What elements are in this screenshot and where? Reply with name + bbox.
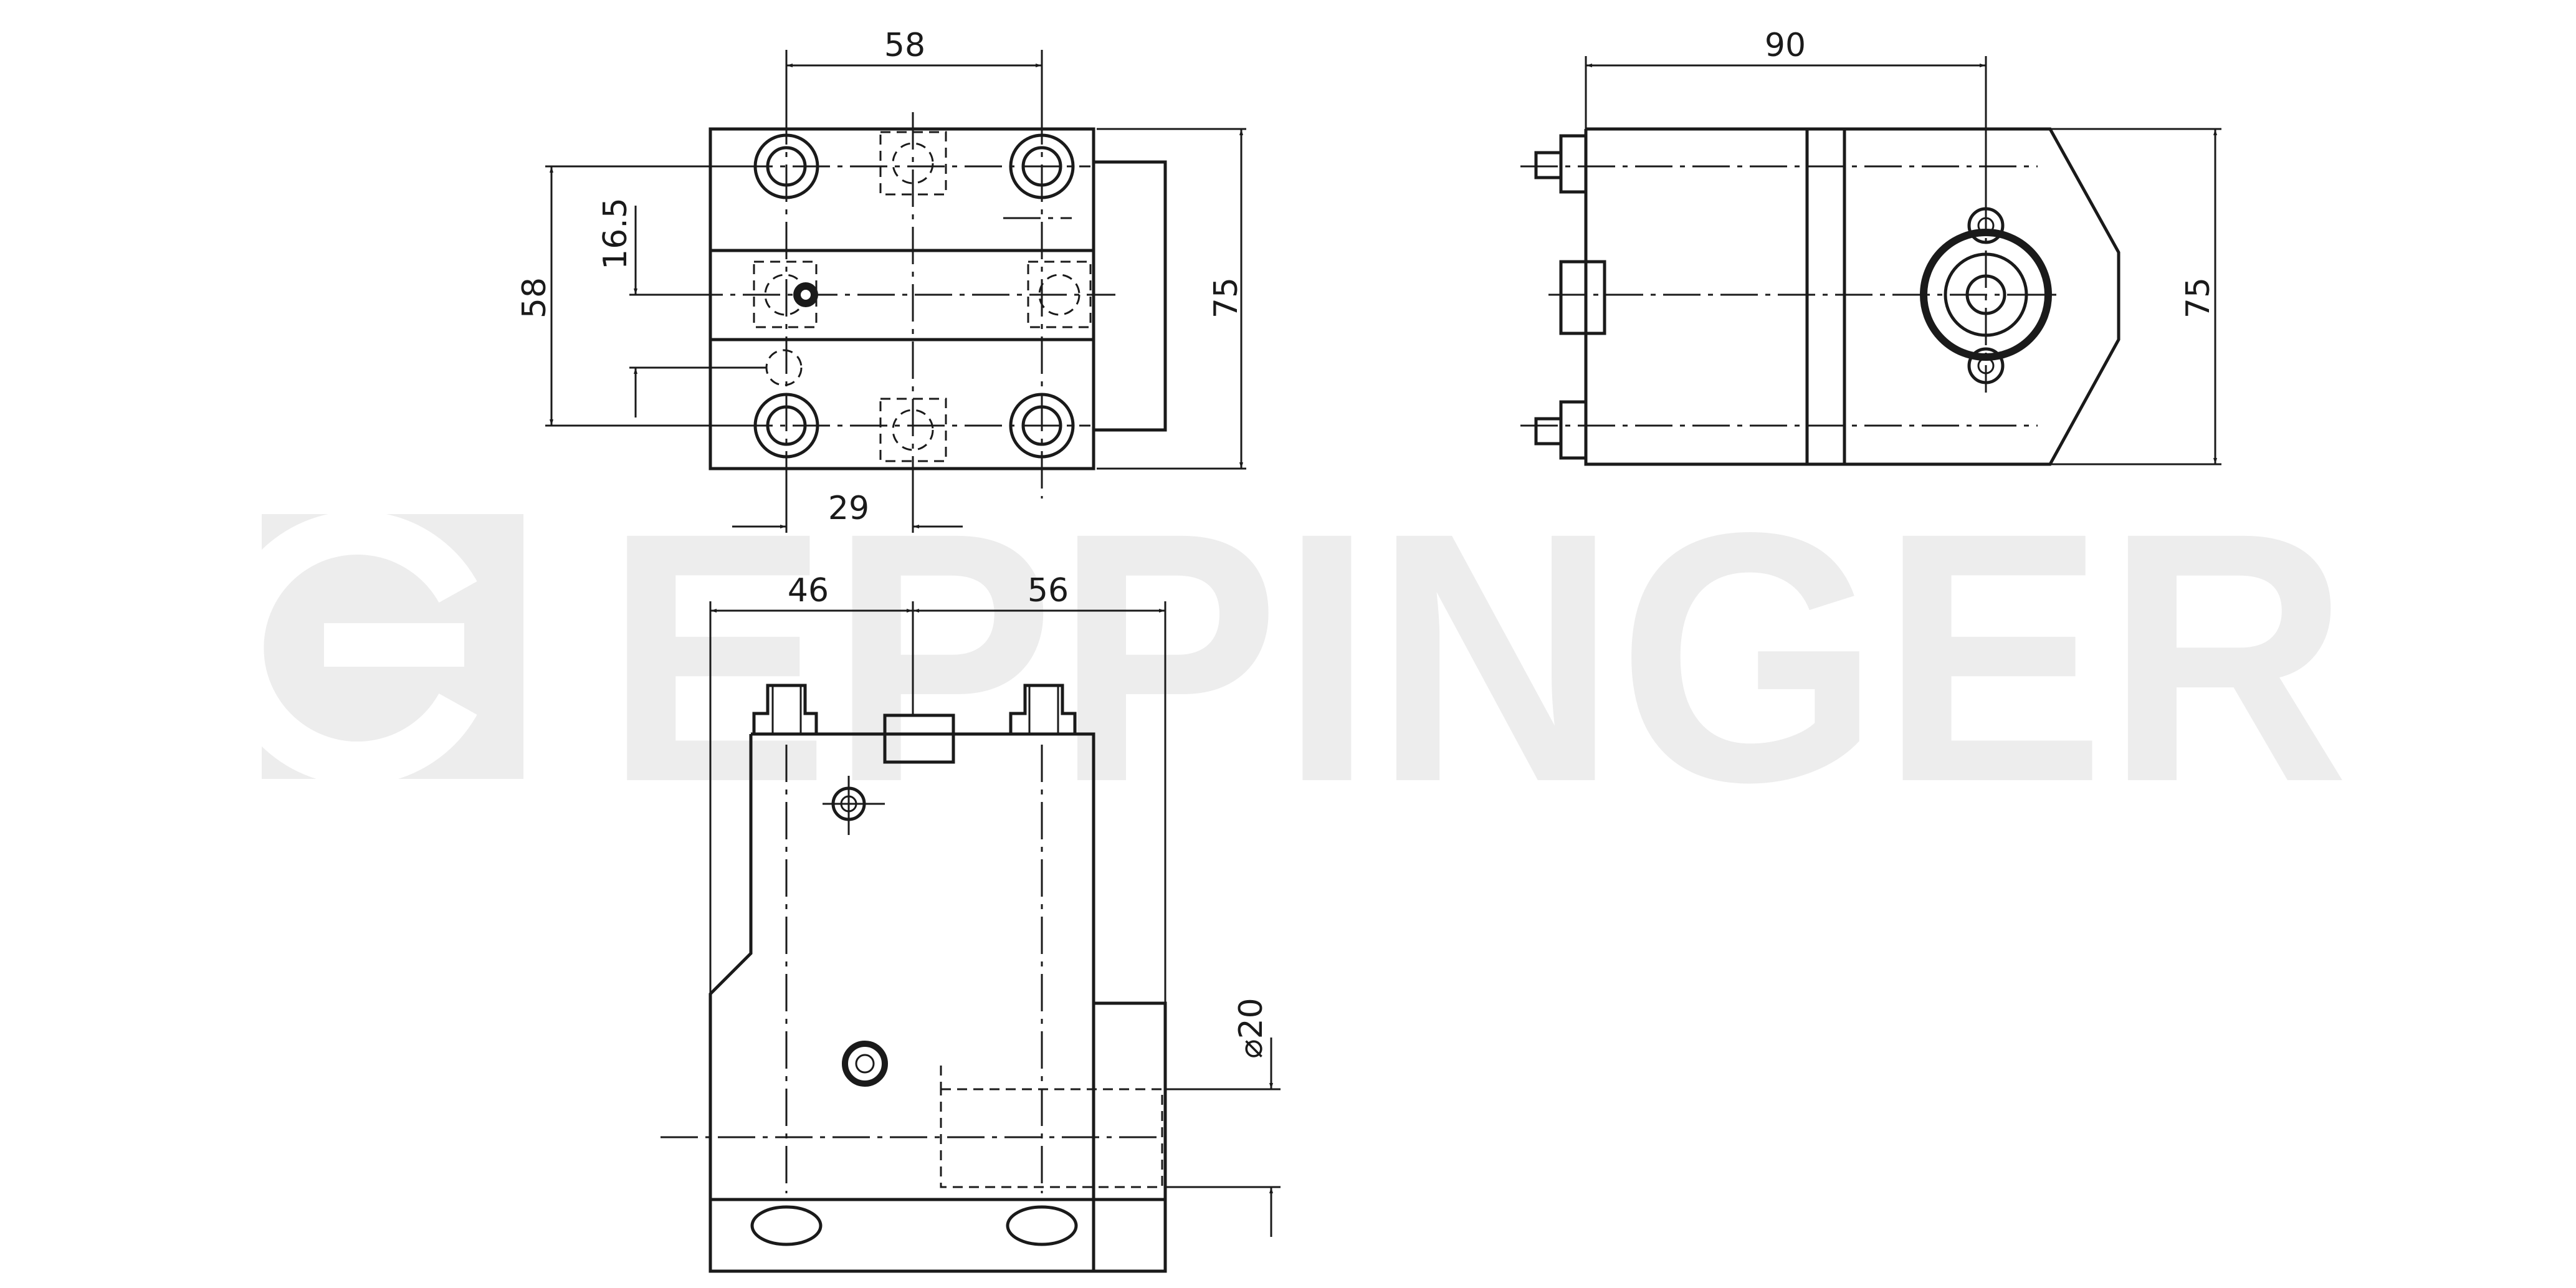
side-view (1520, 127, 2120, 466)
dim-75-front: 75 (1208, 277, 1245, 318)
side-view-key (1559, 260, 1606, 335)
top-view-screw (842, 1041, 888, 1087)
hidden-hole (765, 349, 803, 386)
dim-16-5: 16.5 (597, 198, 634, 270)
top-view (661, 684, 1167, 1273)
dim-90: 90 (1765, 27, 1806, 64)
watermark-text: EPPINGER (604, 459, 2349, 856)
bolt-hole (1009, 393, 1075, 459)
dim-29: 29 (828, 490, 869, 527)
side-view-clamp (1920, 207, 2052, 384)
dim-58-top: 58 (884, 27, 925, 64)
front-view (685, 50, 1167, 499)
top-view-key (883, 713, 955, 764)
grease-nipple (793, 282, 818, 307)
watermark-logo-icon (220, 511, 477, 785)
dim-56: 56 (1028, 572, 1069, 609)
side-view-body (1584, 127, 2120, 466)
dim-58-left: 58 (516, 277, 553, 318)
top-view-slot (1006, 1205, 1078, 1246)
watermark: EPPINGER (220, 459, 2349, 856)
hidden-bore (940, 1088, 1163, 1188)
top-view-pin (1009, 684, 1077, 734)
front-view-side-tab (1094, 160, 1167, 432)
hidden-pocket (879, 398, 947, 462)
side-view-pin (1534, 400, 1588, 460)
hidden-pocket (879, 131, 947, 196)
dim-diameter: ⌀20 (1233, 998, 1270, 1058)
hidden-pocket (1027, 260, 1092, 328)
top-view-body (708, 732, 1167, 1273)
dim-75-side: 75 (2180, 277, 2217, 318)
side-view-pin (1534, 134, 1588, 194)
front-view-dimensions: 58 58 16.5 29 75 (516, 27, 1246, 533)
top-view-pin (752, 684, 818, 734)
top-view-grease-nipple (823, 776, 885, 835)
front-view-body (708, 127, 1095, 470)
dim-46: 46 (788, 572, 829, 609)
top-view-dimensions: 46 56 ⌀20 (709, 572, 1281, 1237)
side-view-dimensions: 90 75 (1585, 27, 2221, 465)
top-view-slot (750, 1205, 823, 1246)
bolt-hole (1009, 133, 1075, 199)
